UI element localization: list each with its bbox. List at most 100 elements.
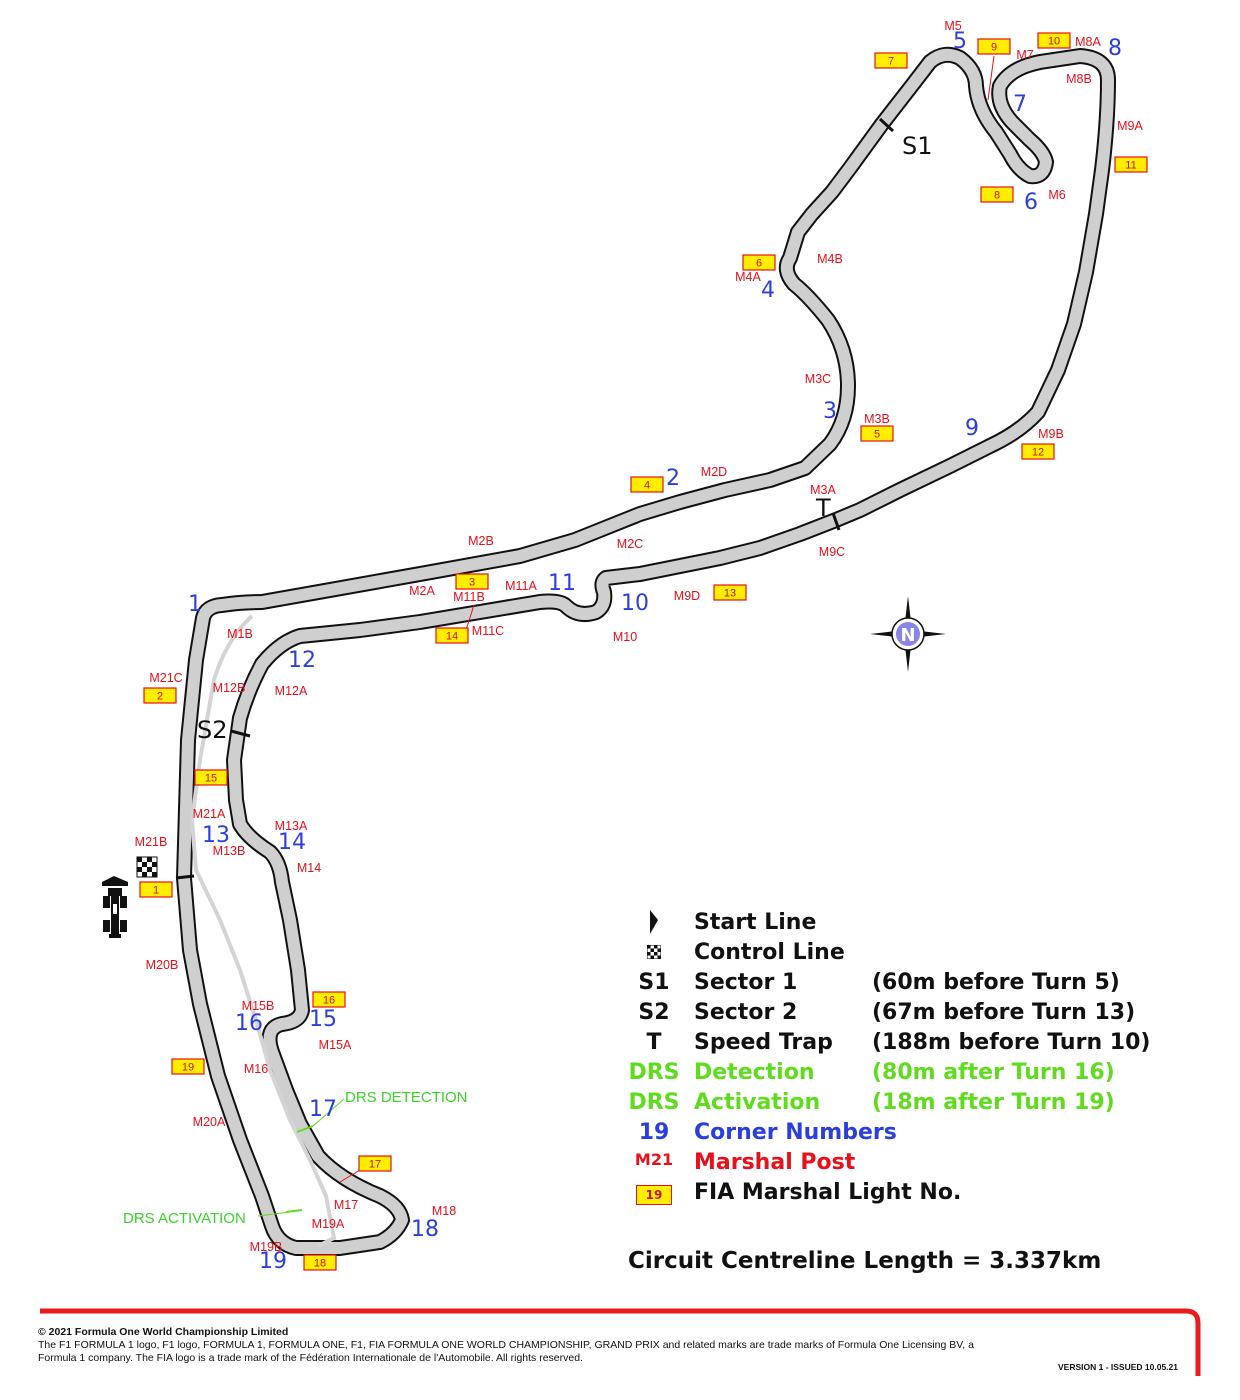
s1-line	[878, 117, 895, 133]
marshal-light-1: 1	[139, 881, 173, 898]
sector-marker-s1: S1	[902, 132, 933, 160]
marshal-post-m12a: M12A	[275, 684, 308, 698]
marshal-light-number: 3	[469, 577, 475, 589]
legend-corner-symbol: 19	[638, 1120, 670, 1145]
marshal-post-m17: M17	[334, 1198, 358, 1212]
marshal-post-m9a: M9A	[1117, 119, 1143, 133]
corner-19: 19	[259, 1249, 287, 1274]
marshal-post-m11a: M11A	[505, 579, 537, 593]
marshal-light-number: 18	[314, 1258, 326, 1270]
legend-light-symbol-wrap: 19	[620, 1180, 688, 1205]
marshal-post-m5: M5	[944, 19, 961, 33]
marshal-post-m3a: M3A	[810, 483, 836, 497]
version-label: VERSION 1 - ISSUED 10.05.21	[1058, 1362, 1178, 1372]
light-leader-14	[465, 604, 475, 631]
drs-label-1: DRS ACTIVATION	[123, 1210, 246, 1227]
footer-line-1: The F1 FORMULA 1 logo, F1 logo, FORMULA …	[38, 1339, 974, 1351]
corner-5: 5	[953, 29, 967, 54]
marshal-post-m2a: M2A	[409, 584, 435, 598]
legend-act-detail: (18m after Turn 19)	[872, 1090, 1115, 1115]
light-leader-9	[987, 55, 995, 101]
corner-3: 3	[823, 399, 837, 424]
footer-copyright: © 2021 Formula One World Championship Li…	[38, 1326, 289, 1338]
corner-7: 7	[1013, 92, 1027, 117]
marshal-post-m9c: M9C	[819, 545, 845, 559]
marshal-light-6: 6	[742, 254, 776, 271]
corner-10: 10	[621, 591, 649, 616]
footer-line-2: Formula 1 company. The FIA logo is a tra…	[38, 1352, 583, 1364]
corner-6: 6	[1024, 190, 1038, 215]
marshal-post-m20b: M20B	[146, 958, 179, 972]
circuit-length: Circuit Centreline Length = 3.337km	[628, 1248, 1102, 1274]
marshal-post-m13b: M13B	[213, 844, 246, 858]
marshal-post-m20a: M20A	[193, 1115, 226, 1129]
marshal-post-m3b: M3B	[864, 412, 890, 426]
finish-line	[175, 874, 195, 880]
compass-icon: N	[870, 596, 946, 672]
legend-det-detail: (80m after Turn 16)	[872, 1060, 1115, 1085]
marshal-light-number: 11	[1125, 160, 1136, 172]
legend-marshal-label: Marshal Post	[694, 1150, 856, 1175]
marshal-post-m11b: M11B	[453, 590, 485, 604]
marshal-light-number: 19	[182, 1062, 194, 1074]
corner-14: 14	[278, 830, 306, 855]
marshal-light-number: 5	[874, 429, 880, 441]
marshal-light-number: 7	[888, 56, 894, 68]
track	[176, 46, 1116, 1256]
marshal-post-m19a: M19A	[312, 1217, 345, 1231]
marshal-light-14: 14	[435, 627, 469, 644]
marshal-light-15: 15	[194, 769, 228, 786]
marshal-light-10: 10	[1037, 32, 1071, 49]
marshal-post-m9d: M9D	[674, 589, 700, 603]
marshal-post-m11c: M11C	[472, 624, 504, 638]
light-leader-17	[339, 1169, 361, 1183]
marshal-post-m4a: M4A	[735, 270, 761, 284]
legend-s1-label: Sector 1	[694, 970, 798, 995]
marshal-light-8: 8	[980, 186, 1014, 203]
marshal-light-number: 8	[994, 190, 1000, 202]
legend-marshal-symbol: M21	[634, 1150, 674, 1169]
legend-s1-symbol: S1	[638, 970, 670, 995]
marshal-light-18: 18	[303, 1254, 337, 1271]
marshal-post-m21b: M21B	[135, 835, 168, 849]
legend-det-symbol: DRS	[628, 1060, 680, 1085]
corner-13: 13	[202, 823, 230, 848]
marshal-post-m3c: M3C	[805, 372, 831, 386]
marshal-light-number: 6	[756, 258, 762, 270]
marshal-post-m8a: M8A	[1075, 35, 1101, 49]
marshal-post-m2d: M2D	[701, 465, 727, 479]
marshal-light-3: 3	[455, 573, 489, 590]
sector-marker-t: T	[815, 494, 831, 522]
marshal-light-number: 2	[157, 691, 163, 703]
marshal-post-m18: M18	[432, 1204, 456, 1218]
legend-control-label: Control Line	[694, 940, 845, 965]
control-line-icon	[620, 940, 688, 965]
legend-act-label: Activation	[694, 1090, 821, 1115]
legend-t-label: Speed Trap	[694, 1030, 833, 1055]
marshal-light-number: 9	[991, 42, 997, 54]
speed-trap-line	[831, 512, 841, 531]
marshal-light-19: 19	[171, 1058, 205, 1075]
marshal-light-number: 15	[205, 773, 217, 785]
marshal-light-number: 14	[446, 631, 458, 643]
compass-north-label: N	[900, 625, 915, 646]
marshal-post-m8b: M8B	[1066, 72, 1092, 86]
marshal-light-11: 11	[1114, 156, 1148, 173]
marshal-post-m14: M14	[297, 861, 321, 875]
marshal-post-m15b: M15B	[242, 999, 275, 1013]
drs-detection-line	[296, 1125, 314, 1133]
drs-activation-leader	[257, 1211, 291, 1217]
car-icon	[102, 876, 128, 938]
marshal-light-number: 13	[724, 588, 736, 600]
marshal-light-9: 9	[977, 38, 1011, 55]
marshal-post-m7: M7	[1016, 48, 1033, 62]
drs-detection-leader	[312, 1098, 345, 1127]
marshal-post-m15a: M15A	[319, 1038, 352, 1052]
legend-light-label: FIA Marshal Light No.	[694, 1180, 962, 1205]
footer-legal: © 2021 Formula One World Championship Li…	[38, 1326, 974, 1365]
marshal-light-number: 4	[644, 480, 650, 492]
marshal-post-m21c: M21C	[149, 671, 182, 685]
legend-s1-detail: (60m before Turn 5)	[872, 970, 1120, 995]
